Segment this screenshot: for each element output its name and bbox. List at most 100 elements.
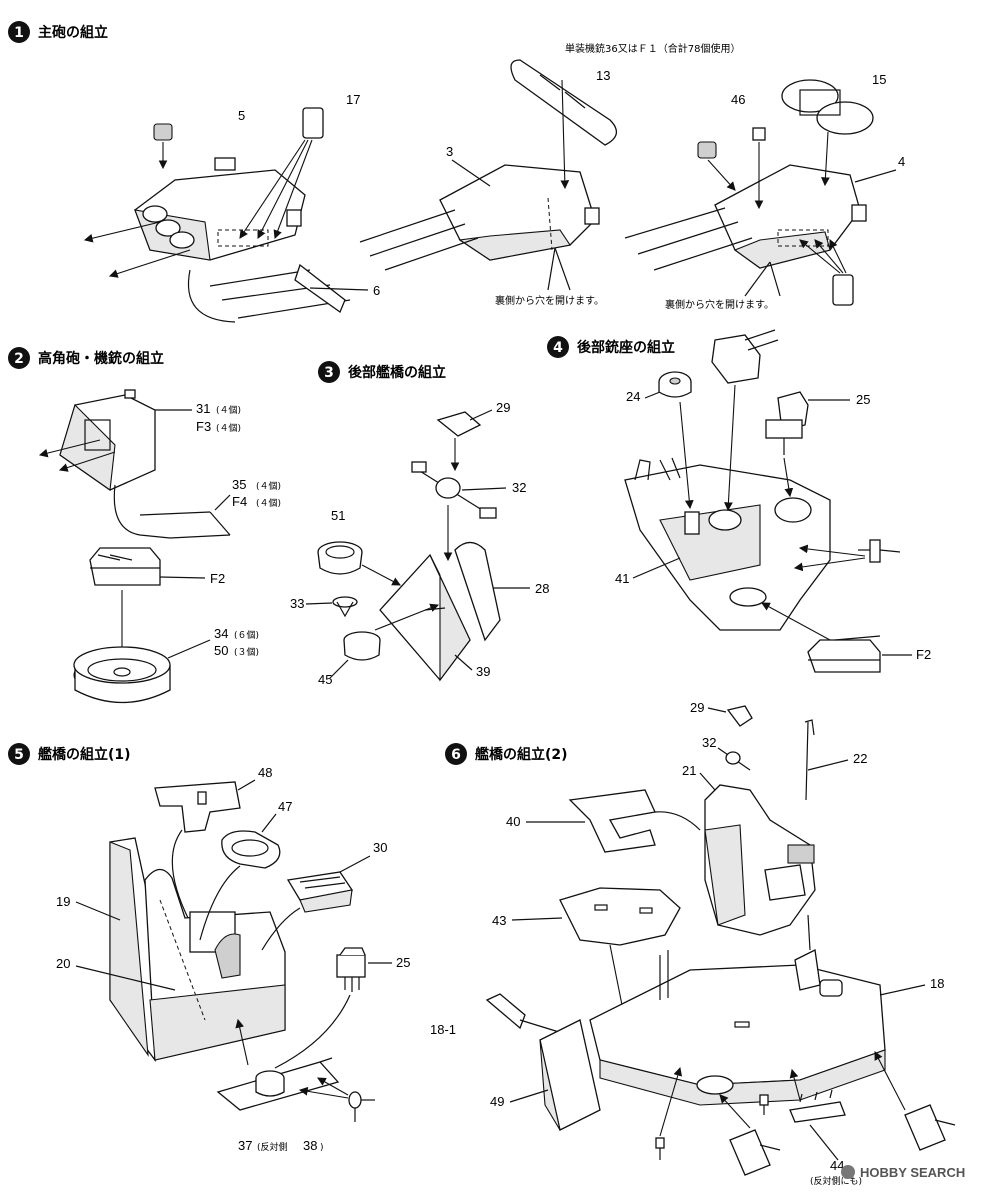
- step-title: 後部艦橋の組立: [348, 364, 446, 381]
- step-5-bridge-assembly-1: 5 艦橋の組立(1) 48 47: [8, 743, 410, 1153]
- part-label-39: 39: [476, 664, 490, 679]
- single-mg-part: [858, 539, 901, 563]
- qty-34: (６個): [234, 629, 259, 641]
- single-mg-small-b: [759, 1094, 769, 1115]
- note-drill-holes-a: 裏側から穴を開けます。: [495, 294, 604, 307]
- qty-31: (４個): [216, 404, 241, 416]
- part-label-29a: 29: [496, 400, 510, 415]
- part-label-32a: 32: [512, 480, 526, 495]
- part-label-51: 51: [331, 508, 345, 523]
- part-label-45: 45: [318, 672, 332, 687]
- part-label-F4: F4: [232, 494, 247, 509]
- director-part-25a: [765, 391, 809, 455]
- step-number: 3: [324, 365, 334, 381]
- part-label-31: 31: [196, 401, 210, 416]
- part-label-35: 35: [232, 477, 246, 492]
- step-1-header: 1 主砲の組立: [8, 21, 108, 43]
- part-label-32b: 32: [702, 735, 716, 750]
- ha-gun-shield-part-31: [59, 389, 156, 491]
- aft-bridge-cover-part-28: [454, 541, 501, 642]
- step-number: 1: [14, 25, 24, 41]
- mount-part-15: [781, 79, 874, 135]
- note-single-mg: 単装機銃36又はＦ１（合計78個使用）: [565, 42, 740, 55]
- step-number-badge: [8, 743, 30, 765]
- mast-arm-part-32b: [717, 747, 751, 771]
- part-label-19: 19: [56, 894, 70, 909]
- step-title: 高角砲・機銃の組立: [38, 350, 164, 367]
- part-label-6: 6: [373, 283, 380, 298]
- vent-plate-part-17b: [832, 274, 854, 306]
- qty-35: (４個): [256, 480, 281, 492]
- watermark-logo: HOBBY SEARCH: [841, 1165, 965, 1180]
- deck-part-48: [154, 781, 241, 833]
- step-number-badge: [445, 743, 467, 765]
- step-number-badge: [8, 347, 30, 369]
- part-label-18-1: 18-1: [430, 1022, 456, 1037]
- step-title: 主砲の組立: [38, 24, 108, 41]
- part-label-43: 43: [492, 913, 506, 928]
- gun-tub-part-34: [73, 646, 171, 704]
- part-label-48: 48: [258, 765, 272, 780]
- single-mg-small: [348, 1091, 375, 1122]
- step-6-header: 6 艦橋の組立(2): [445, 743, 568, 765]
- platform-part-51: [317, 541, 363, 575]
- part-label-40: 40: [506, 814, 520, 829]
- part-label-15: 15: [872, 72, 886, 87]
- note-drill-holes-b: 裏側から穴を開けます。: [665, 298, 774, 311]
- step-number: 4: [553, 340, 563, 356]
- step-number-badge: [8, 21, 30, 43]
- compass-platform-part-30: [286, 871, 354, 913]
- part-label-3: 3: [446, 144, 453, 159]
- part-44-note: (反対側にも): [810, 1175, 862, 1187]
- step-title: 後部銃座の組立: [577, 339, 675, 356]
- step-3-header: 3 後部艦橋の組立: [318, 361, 446, 383]
- mg-mount-part-F2b: [807, 635, 881, 673]
- platform-part-37: [216, 1057, 340, 1111]
- qty-F4: (４個): [256, 497, 281, 509]
- mg-mount-part-F2: [89, 547, 161, 586]
- step-1-main-gun-assembly: 1 主砲の組立 5 17 6: [8, 21, 905, 323]
- part-label-17: 17: [346, 92, 360, 107]
- part-label-18: 18: [930, 976, 944, 991]
- part-label-20: 20: [56, 956, 70, 971]
- rangefinder-part-29a: [436, 411, 482, 437]
- part-46-block: [752, 127, 766, 141]
- part-label-5: 5: [238, 108, 245, 123]
- rangefinder-part-29b: [726, 705, 753, 727]
- ha-mount-part-24: [658, 371, 692, 398]
- step-number: 5: [14, 747, 24, 763]
- director-part-25b: [336, 947, 366, 992]
- step-number: 2: [14, 351, 24, 367]
- deck-part-43: [559, 887, 681, 946]
- step-number-badge: [547, 336, 569, 358]
- funnel-cap-part-18-1: [485, 993, 526, 1030]
- part-piece: [697, 141, 717, 159]
- tub-part-45: [343, 631, 381, 661]
- qty-F3: (４個): [216, 422, 241, 434]
- mast-arm-part-32a: [411, 461, 497, 519]
- searchlight-part-33: [332, 596, 358, 618]
- mast-part-22: [804, 719, 815, 801]
- part-label-29b: 29: [690, 700, 704, 715]
- step-2-ha-gun-mg-assembly: 2 高角砲・機銃の組立 31 (４個) F3 (４個) 35 (４個) F4 (…: [8, 347, 281, 704]
- bridge-tower-parts-19-20: [109, 837, 286, 1062]
- part-label-30: 30: [373, 840, 387, 855]
- qty-50: (３個): [234, 646, 259, 658]
- part-label-38: 38: [303, 1138, 317, 1153]
- step-number-badge: [318, 361, 340, 383]
- step-6-bridge-assembly-2: 6 艦橋の組立(2) 29 32 22 21 40: [430, 700, 956, 1187]
- part-label-F3: F3: [196, 419, 211, 434]
- part-label-49: 49: [490, 1094, 504, 1109]
- gun-mount-left: [729, 1129, 781, 1176]
- step-4-aft-mg-platform-assembly: 4 後部銃座の組立 24: [547, 329, 931, 673]
- side-wall-part-49: [539, 1019, 601, 1131]
- single-mg-sprue-part-13: [510, 59, 617, 146]
- step-3-aft-bridge-assembly: 3 後部艦橋の組立 29 32 28 39: [290, 361, 549, 687]
- watermark-icon: [841, 1165, 855, 1179]
- gun-barrels-part-6: [209, 263, 351, 319]
- superstructure-deck-part-18: [589, 914, 886, 1106]
- part-label-33: 33: [290, 596, 304, 611]
- part-label-50: 50: [214, 643, 228, 658]
- part-label-F2-a: F2: [210, 571, 225, 586]
